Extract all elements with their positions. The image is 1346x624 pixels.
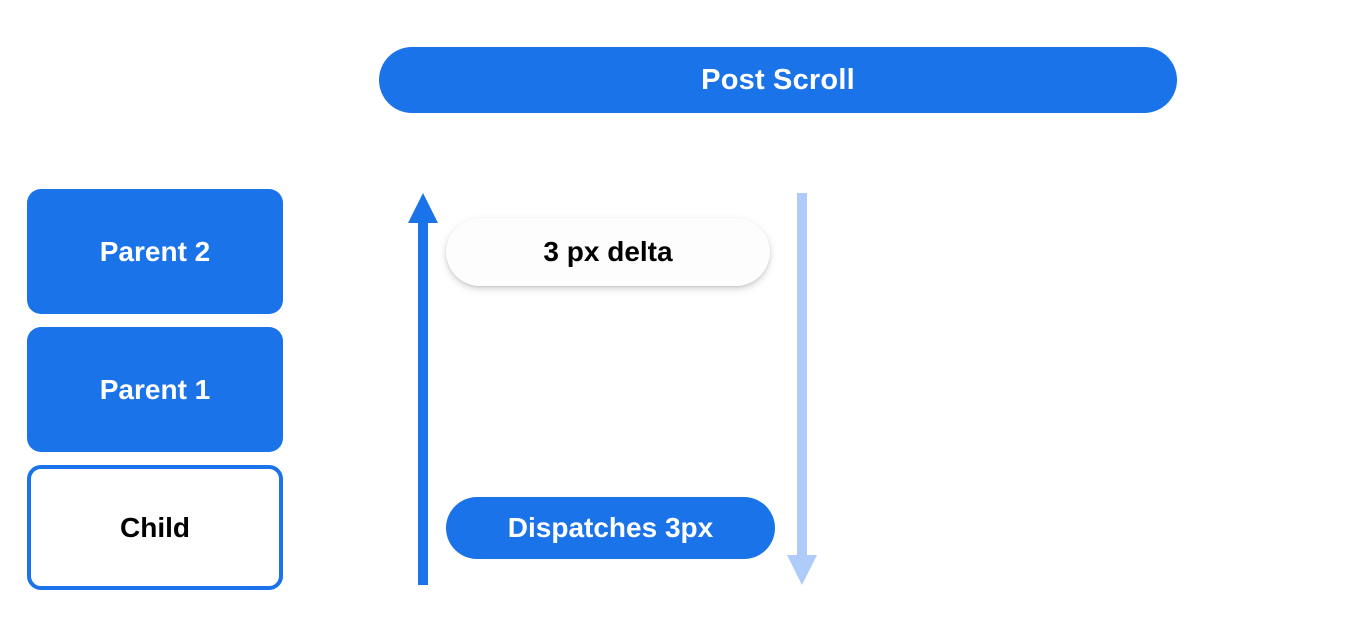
delta-pill-label: 3 px delta (543, 236, 673, 267)
arrow-up-icon (405, 193, 441, 590)
page-title-banner: Post Scroll (379, 47, 1177, 113)
node-box-child: Child (27, 465, 283, 590)
arrow-down-icon (784, 193, 820, 590)
node-label-parent-1: Parent 1 (99, 373, 211, 405)
delta-pill: 3 px delta (446, 218, 770, 286)
dispatch-pill-label: Dispatches 3px (507, 512, 714, 543)
dispatch-pill: Dispatches 3px (446, 497, 775, 559)
node-box-parent-2: Parent 2 (27, 189, 283, 314)
node-hierarchy-stack: Parent 2 Parent 1 Child (27, 189, 283, 590)
page-title: Post Scroll (701, 63, 855, 96)
node-box-parent-1: Parent 1 (27, 327, 283, 452)
node-label-child: Child (120, 511, 190, 543)
node-label-parent-2: Parent 2 (99, 235, 211, 267)
